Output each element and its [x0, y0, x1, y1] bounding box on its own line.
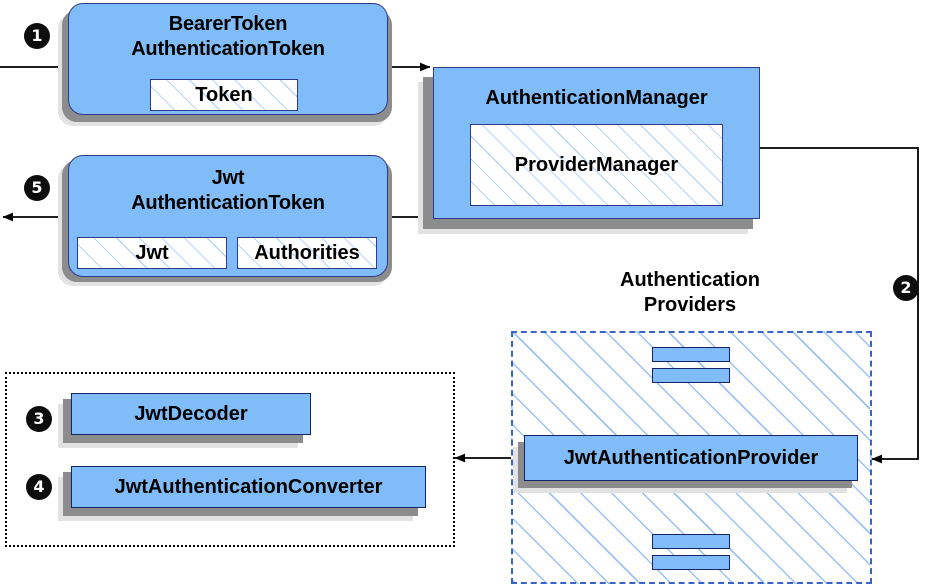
step-marker-2-label: 2 [900, 278, 912, 297]
inner-box-token-label: Token [195, 83, 253, 106]
provider-stack-bar-bottom-1 [652, 534, 730, 549]
step-marker-4-label: 4 [33, 477, 45, 496]
step-marker-5-label: 5 [31, 178, 43, 197]
node-jwt-authentication-converter[interactable]: JwtAuthenticationConverter [71, 466, 426, 508]
provider-stack-bar-top-1 [652, 347, 730, 362]
node-jwt-authentication-provider[interactable]: JwtAuthenticationProvider [524, 435, 858, 481]
step-marker-5: 5 [24, 175, 50, 201]
authentication-manager-title: AuthenticationManager [485, 87, 708, 109]
inner-box-jwt-label: Jwt [135, 241, 169, 264]
jwt-authentication-converter-label: JwtAuthenticationConverter [114, 475, 383, 498]
step-marker-2: 2 [893, 275, 919, 301]
support-components-region [5, 372, 455, 547]
node-jwt-authentication-token[interactable]: Jwt AuthenticationToken [68, 155, 388, 277]
jwt-authentication-token-title: Jwt AuthenticationToken [131, 167, 325, 214]
jwt-authentication-provider-label: JwtAuthenticationProvider [563, 446, 819, 469]
inner-box-provider-manager-label: ProviderManager [514, 153, 679, 176]
authentication-providers-title: Authentication Providers [620, 269, 760, 316]
bearer-token-title: BearerToken AuthenticationToken [131, 13, 325, 60]
inner-box-provider-manager[interactable]: ProviderManager [470, 124, 723, 206]
step-marker-3-label: 3 [33, 409, 45, 428]
provider-stack-bar-top-2 [652, 368, 730, 383]
node-jwt-decoder[interactable]: JwtDecoder [71, 393, 311, 435]
inner-box-authorities-label: Authorities [254, 241, 360, 264]
step-marker-4: 4 [26, 474, 52, 500]
inner-box-token[interactable]: Token [150, 79, 298, 111]
provider-stack-bar-bottom-2 [652, 555, 730, 570]
node-bearer-token-authentication-token[interactable]: BearerToken AuthenticationToken [68, 3, 388, 115]
jwt-decoder-label: JwtDecoder [134, 402, 248, 425]
inner-box-authorities[interactable]: Authorities [237, 237, 377, 269]
step-marker-1-label: 1 [31, 26, 43, 45]
step-marker-3: 3 [26, 406, 52, 432]
inner-box-jwt[interactable]: Jwt [77, 237, 227, 269]
step-marker-1: 1 [24, 23, 50, 49]
